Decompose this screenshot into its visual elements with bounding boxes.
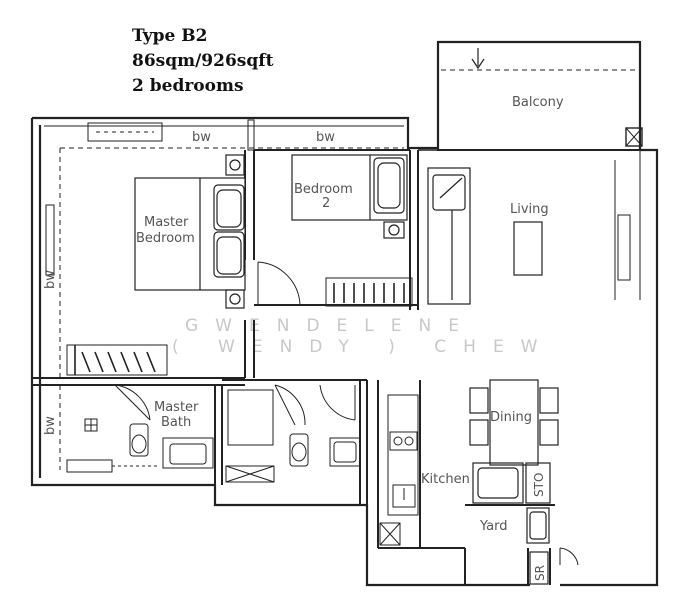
label-bw-top-right: bw [316,130,335,145]
interior-walls [32,149,555,585]
label-master-bedroom-line2: Bedroom [136,231,195,246]
label-bw-left-lower: bw [43,416,58,435]
common-bath-fixtures [225,389,361,483]
room-labels: Balcony Living Bedroom 2 Master Bedroom … [43,95,564,581]
doors [114,261,579,566]
bay-window-top [44,119,404,151]
label-yard: Yard [479,519,508,534]
label-sr: SR [533,565,547,581]
bay-window-left [45,148,61,470]
bedroom2-wardrobe [325,277,413,307]
sofa [427,167,471,305]
label-balcony: Balcony [512,95,564,110]
label-bedroom2-line1: Bedroom [294,182,353,197]
svg-text:GWENDELENE: GWENDELENE [185,316,476,336]
tv-console [513,221,543,276]
label-bw-top-left: bw [192,130,211,145]
label-bw-left-upper: bw [43,270,58,289]
label-master-bath-line2: Bath [161,415,191,430]
balcony [418,41,643,151]
label-dining: Dining [490,410,532,425]
kitchen-counter [379,394,419,546]
master-bed [134,154,246,309]
label-sto: STO [532,473,546,497]
unit-bedrooms: 2 bedrooms [132,76,244,96]
label-kitchen: Kitchen [421,472,470,487]
label-master-bath-line1: Master [154,400,199,415]
yard-fixtures [472,462,551,585]
watermark: GWENDELENE ( WENDY ) CHEW [172,316,555,357]
master-bath-fixtures [66,418,214,473]
svg-text:( WENDY ) CHEW: ( WENDY ) CHEW [172,337,555,357]
unit-info: Type B2 86sqm/926sqft 2 bedrooms [132,24,273,99]
unit-type: Type B2 [132,26,208,46]
master-wardrobe [66,344,168,376]
label-bedroom2-line2: 2 [322,196,330,211]
bedroom2-bed [291,154,408,239]
label-master-bedroom-line1: Master [144,215,189,230]
unit-area: 86sqm/926sqft [132,51,274,71]
dining-set [469,379,559,466]
label-living: Living [510,202,549,217]
living-window [614,150,641,300]
